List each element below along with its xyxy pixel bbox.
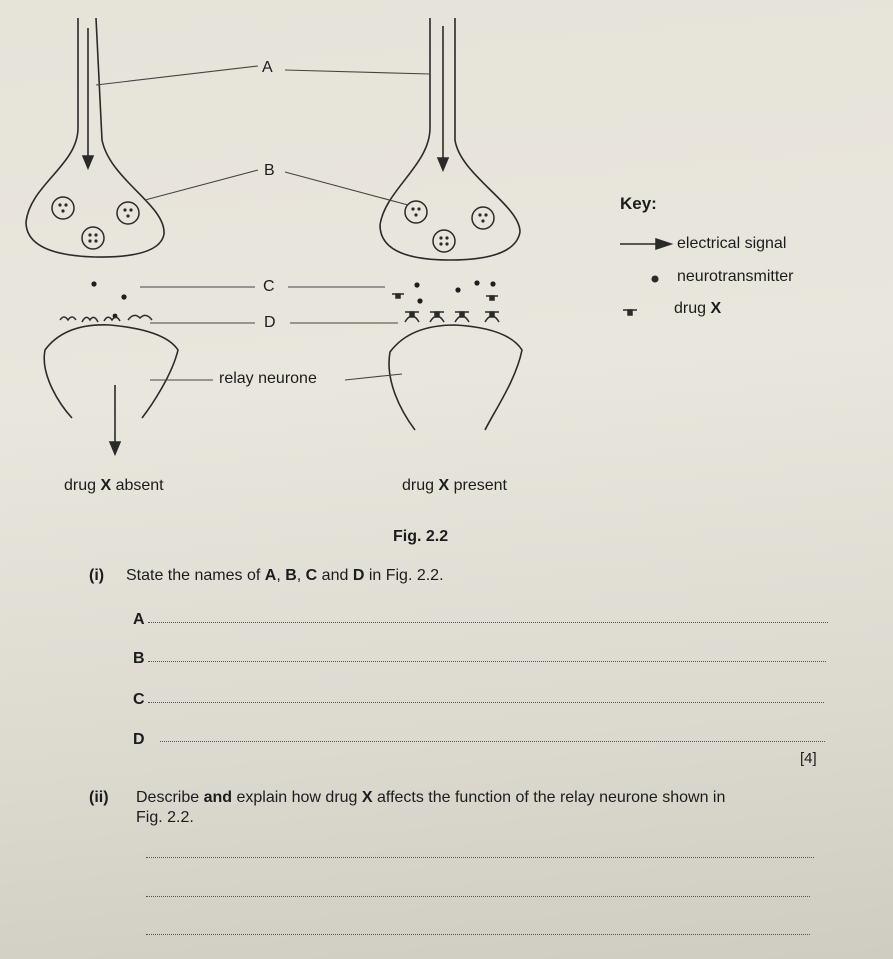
vesicle: [472, 207, 494, 229]
answer-line-a[interactable]: [148, 622, 828, 623]
vesicle: [405, 201, 427, 223]
question-i-text: State the names of A, B, C and D in Fig.…: [126, 568, 444, 584]
key-label-drug-x: drug X: [674, 301, 721, 317]
right-signal-arrow-head: [438, 158, 448, 170]
label-a: A: [262, 60, 273, 76]
left-relay-neurone: [44, 325, 178, 418]
answer-label-c: C: [133, 692, 145, 708]
label-relay-neurone: relay neurone: [219, 371, 317, 387]
question-ii-text-line1: Describe and explain how drug X affects …: [136, 790, 725, 806]
free-drug-x: [392, 294, 498, 300]
label-b: B: [264, 163, 275, 179]
label-c: C: [263, 279, 275, 295]
answer-label-b: B: [133, 651, 145, 667]
left-presynaptic-terminal: [26, 18, 164, 257]
right-receptors: [405, 312, 499, 322]
question-ii-number: (ii): [89, 790, 109, 806]
right-presynaptic-terminal: [380, 18, 520, 260]
answer-label-d: D: [133, 732, 145, 748]
synapse-diagram: [0, 0, 893, 520]
left-signal-arrow-head: [83, 156, 93, 168]
answer-line-ii-2[interactable]: [146, 896, 810, 897]
marks-allocation: [4]: [800, 751, 817, 766]
vesicle: [82, 227, 104, 249]
vesicle: [52, 197, 74, 219]
label-d: D: [264, 315, 276, 331]
key-label-neurotransmitter: neurotransmitter: [677, 269, 794, 285]
left-receptors: [60, 315, 152, 322]
vesicle: [117, 202, 139, 224]
question-i-number: (i): [89, 568, 104, 584]
key-dot-icon: [652, 276, 658, 282]
answer-line-c[interactable]: [148, 702, 824, 703]
vesicle: [433, 230, 455, 252]
key-title: Key:: [620, 195, 657, 212]
figure-caption: Fig. 2.2: [393, 529, 448, 545]
answer-line-ii-3[interactable]: [146, 934, 810, 935]
answer-line-b[interactable]: [148, 661, 826, 662]
right-relay-neurone: [389, 325, 522, 430]
answer-line-ii-1[interactable]: [146, 857, 814, 858]
question-ii-text-line2: Fig. 2.2.: [136, 810, 194, 826]
caption-drug-absent: drug X absent: [64, 478, 164, 494]
key-label-electrical-signal: electrical signal: [677, 236, 786, 252]
relay-signal-arrow-head: [110, 442, 120, 454]
caption-drug-present: drug X present: [402, 478, 507, 494]
answer-line-d[interactable]: [160, 741, 825, 742]
answer-label-a: A: [133, 612, 145, 628]
